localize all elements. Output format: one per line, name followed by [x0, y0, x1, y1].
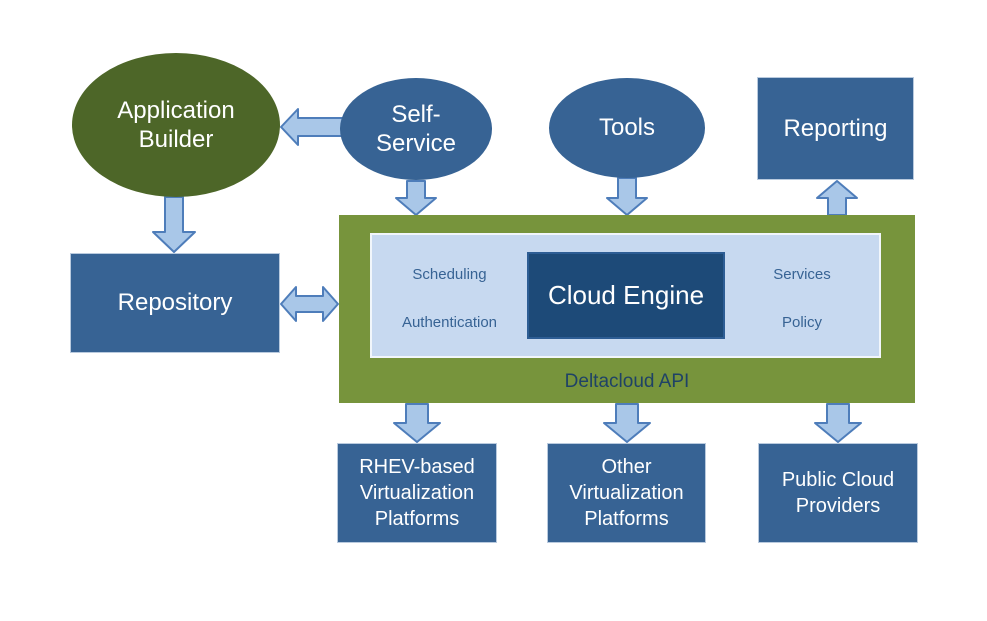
rhev-virtualization-label: RHEV-based Virtualization Platforms: [359, 456, 475, 530]
node-application-builder: Application Builder: [72, 53, 280, 197]
node-public-cloud: Public Cloud Providers: [758, 443, 918, 543]
services-label: Services: [773, 266, 831, 283]
arrow-tools-to-deltacloud: [606, 177, 648, 216]
api-inner-panel: Scheduling Authentication Cloud Engine S…: [370, 233, 881, 358]
node-rhev-virtualization: RHEV-based Virtualization Platforms: [337, 443, 497, 543]
node-self-service: Self- Service: [340, 78, 492, 180]
tools-label: Tools: [598, 114, 656, 142]
arrow-self-service-to-deltacloud: [395, 180, 437, 216]
arrow-self-service-to-application-builder: [280, 108, 345, 146]
api-left-services: Scheduling Authentication: [372, 235, 527, 356]
self-service-label: Self- Service: [375, 100, 457, 157]
arrow-repository-deltacloud-two-way: [280, 286, 339, 322]
arrow-deltacloud-to-rhev: [393, 403, 441, 443]
arrow-deltacloud-to-other-virtualization: [603, 403, 651, 443]
deltacloud-api-label: Deltacloud API: [564, 370, 690, 392]
cloud-engine-label: Cloud Engine: [547, 279, 705, 310]
arrow-deltacloud-to-reporting: [816, 180, 858, 216]
node-reporting: Reporting: [757, 77, 914, 180]
node-tools: Tools: [549, 78, 705, 178]
api-right-services: Services Policy: [725, 235, 879, 356]
arrow-application-builder-to-repository: [152, 196, 196, 253]
deltacloud-api-container: Scheduling Authentication Cloud Engine S…: [339, 215, 915, 403]
arrow-deltacloud-to-public-cloud: [814, 403, 862, 443]
policy-label: Policy: [781, 314, 822, 331]
other-virtualization-label: Other Virtualization Platforms: [569, 456, 684, 530]
node-other-virtualization: Other Virtualization Platforms: [547, 443, 706, 543]
authentication-label: Authentication: [401, 314, 498, 331]
public-cloud-label: Public Cloud Providers: [781, 469, 895, 517]
scheduling-label: Scheduling: [412, 266, 487, 283]
reporting-label: Reporting: [783, 114, 888, 142]
node-cloud-engine: Cloud Engine: [527, 252, 725, 339]
repository-label: Repository: [117, 289, 233, 317]
application-builder-label: Application Builder: [117, 96, 235, 153]
deltacloud-api-label-row: Deltacloud API: [339, 360, 915, 403]
node-repository: Repository: [70, 253, 280, 353]
